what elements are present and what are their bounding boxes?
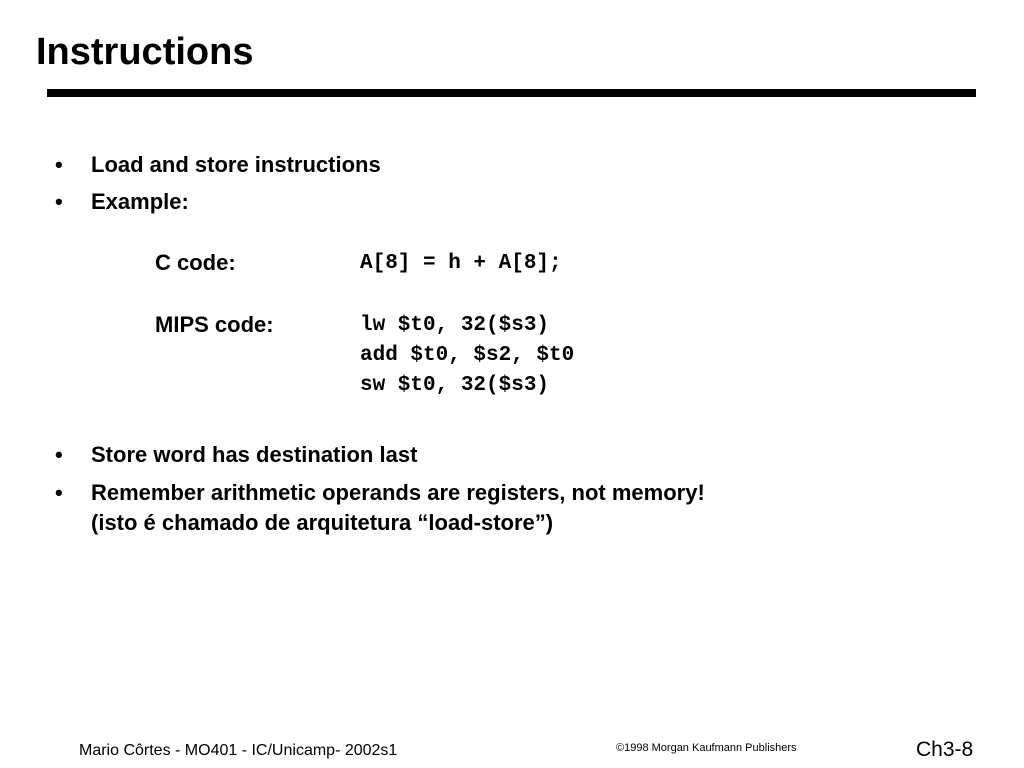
- bullet-text: Load and store instructions: [91, 152, 381, 177]
- mips-code-line: sw $t0, 32($s3): [360, 374, 550, 397]
- mips-code-line: lw $t0, 32($s3): [360, 314, 550, 337]
- bullet-continuation-text: (isto é chamado de arquitetura “load-sto…: [91, 510, 554, 535]
- c-code-label: C code:: [155, 250, 236, 275]
- bullet-marker: •: [55, 480, 63, 505]
- bullet-text: Example:: [91, 189, 189, 214]
- c-code-line: A[8] = h + A[8];: [360, 252, 562, 275]
- mips-code-line: add $t0, $s2, $t0: [360, 344, 575, 367]
- bullet-text: Remember arithmetic operands are registe…: [91, 480, 705, 505]
- bullet-marker: •: [55, 442, 63, 467]
- mips-code-label: MIPS code:: [155, 312, 274, 337]
- bullet-marker: •: [55, 152, 63, 177]
- slide-title: Instructions: [36, 31, 254, 73]
- bullet-marker: •: [55, 189, 63, 214]
- bullet-text: Store word has destination last: [91, 442, 418, 467]
- footer-author: Mario Côrtes - MO401 - IC/Unicamp- 2002s…: [79, 742, 398, 759]
- title-divider: [47, 89, 976, 97]
- footer-copyright: ©1998 Morgan Kaufmann Publishers: [616, 742, 797, 754]
- slide-number: Ch3-8: [916, 738, 974, 761]
